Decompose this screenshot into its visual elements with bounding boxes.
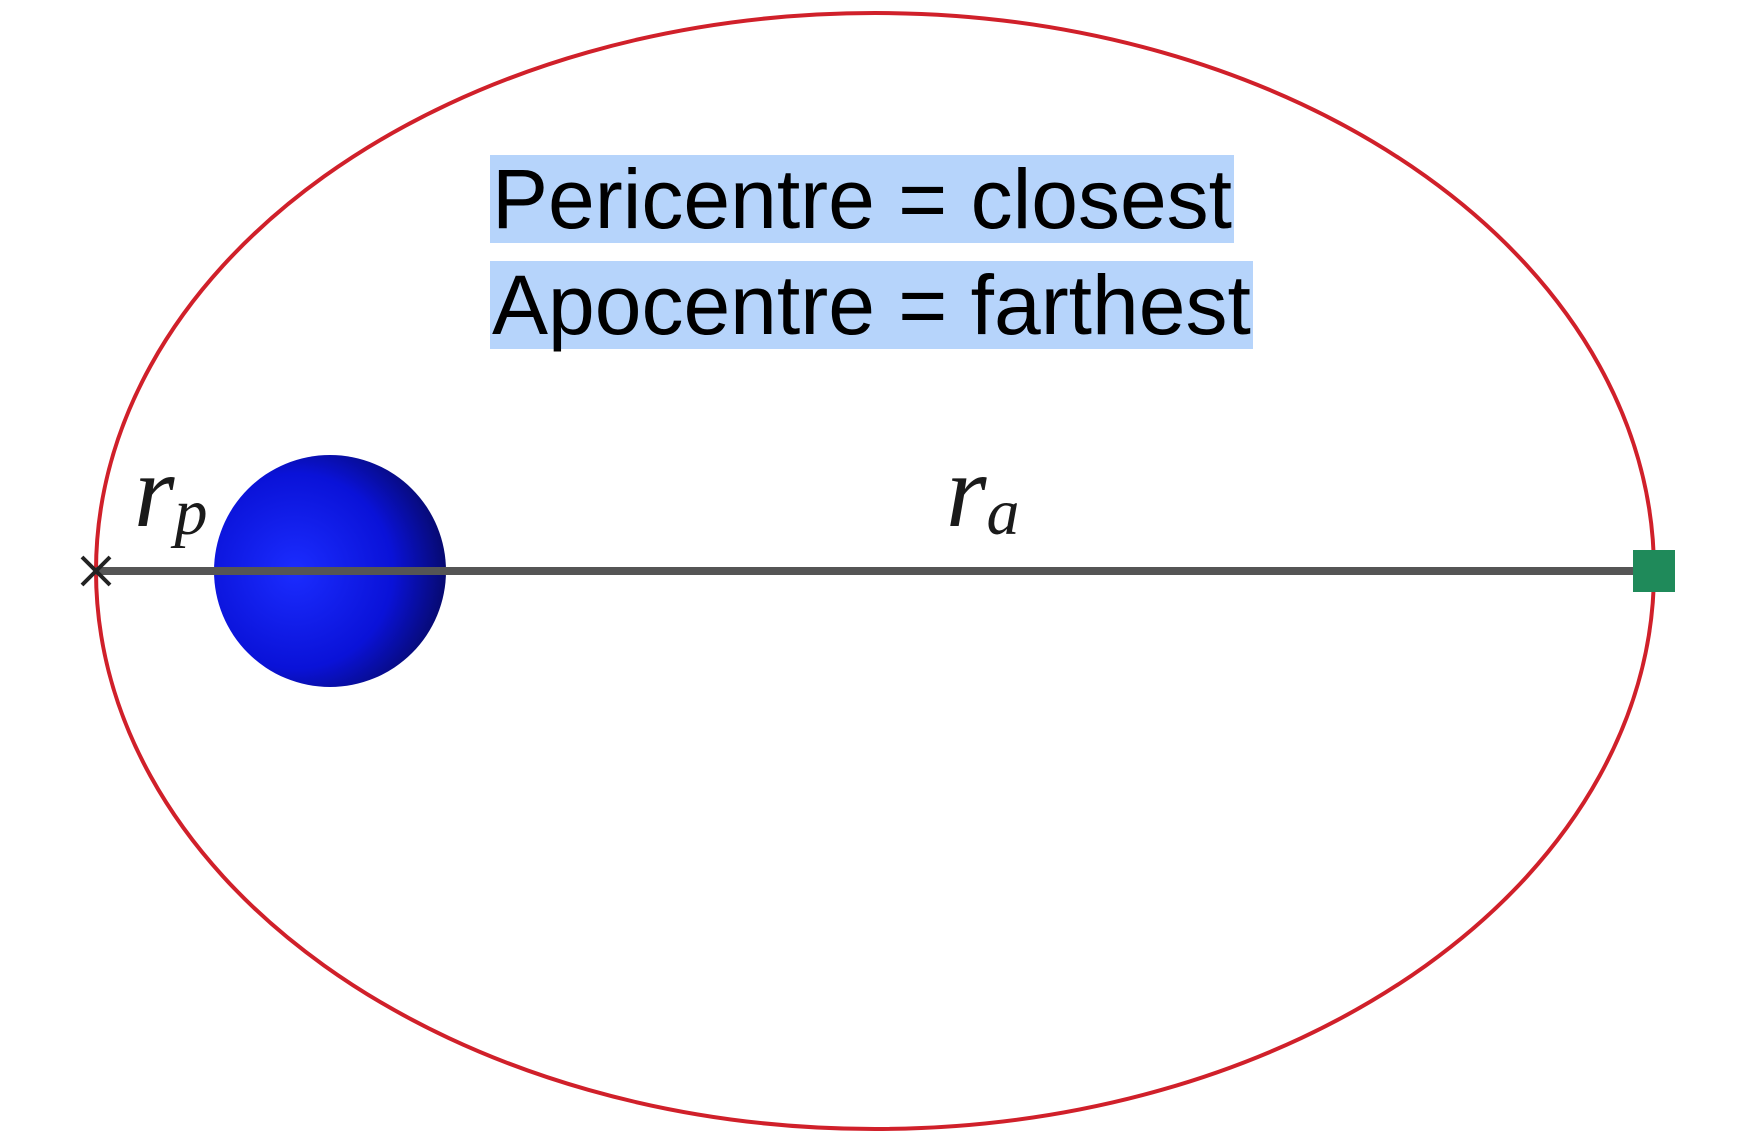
caption-apocentre: Apocentre = farthest xyxy=(490,258,1253,352)
caption-pericentre: Pericentre = closest xyxy=(490,152,1235,246)
pericentre-marker xyxy=(80,555,112,587)
apocentre-marker xyxy=(1633,550,1675,592)
pericentre-distance-label: rp xyxy=(134,434,207,549)
apocentre-distance-label: ra xyxy=(946,434,1019,549)
